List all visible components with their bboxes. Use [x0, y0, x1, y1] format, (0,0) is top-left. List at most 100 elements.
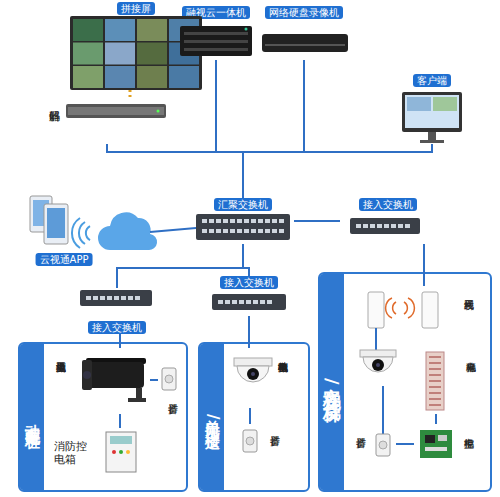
switch-port — [391, 224, 396, 228]
access-switch: 接入交换机 — [208, 276, 290, 316]
camera-hood — [86, 358, 146, 364]
device-label: 汇聚交换机 — [214, 198, 272, 211]
curtain-stripes — [429, 356, 441, 406]
screen-tile — [73, 19, 103, 41]
switch-port — [230, 229, 235, 233]
network-link — [119, 414, 121, 428]
box-indicator — [119, 450, 123, 454]
switch-port — [377, 224, 382, 228]
switch-port — [93, 296, 98, 300]
speaker — [243, 430, 257, 452]
access-switch — [350, 218, 420, 234]
device-label: 拼接屏 — [117, 2, 155, 15]
network-link — [396, 443, 414, 445]
lens-glass — [251, 372, 255, 376]
core-switch — [196, 214, 290, 240]
curtain-stripe — [429, 404, 441, 406]
wireless-bridge — [422, 292, 438, 328]
dome-base — [360, 350, 396, 357]
client: 客户端 — [396, 74, 468, 144]
camera-wire — [382, 386, 384, 434]
switch-port — [272, 229, 277, 233]
box-indicator — [126, 450, 130, 454]
camera-lens — [372, 359, 384, 371]
network-link — [129, 90, 132, 100]
wifi-arc — [79, 222, 85, 244]
switch-port — [244, 229, 249, 233]
server-bay — [184, 32, 248, 35]
device-label: 网络硬盘录像机 — [265, 6, 343, 19]
server: 融视云一体机 — [176, 6, 256, 60]
wifi-arc — [408, 298, 414, 318]
switch-port — [363, 224, 368, 228]
decoder: 解码器 — [46, 100, 168, 144]
device-label: 解码器 — [48, 102, 61, 142]
network-link — [243, 60, 304, 198]
switch-port — [356, 224, 361, 228]
switch-port — [86, 296, 91, 300]
lens-glass — [376, 363, 380, 367]
box-indicator — [112, 450, 116, 454]
network-link — [107, 144, 243, 198]
switch-port — [202, 219, 207, 223]
switch-port — [216, 229, 221, 233]
speaker: 扩音器 — [158, 360, 186, 452]
bullet-camera — [88, 362, 144, 388]
device-label: 接入交换机 — [88, 321, 146, 334]
switch-port — [100, 296, 105, 300]
screen-tiles — [73, 19, 199, 88]
device-label: 接入交换机 — [359, 198, 417, 211]
curtain-stripe — [429, 362, 441, 364]
speaker-cone — [379, 441, 387, 449]
switch-port — [260, 300, 265, 304]
network-link — [216, 60, 243, 198]
device-label: 无线网桥 — [462, 292, 474, 342]
camera-lens — [83, 371, 91, 379]
switch-port — [258, 229, 263, 233]
fire-control-box: 消防控电箱 — [50, 428, 152, 486]
curtain-stripe — [429, 386, 441, 388]
screen-tile — [73, 66, 103, 88]
switch-port — [279, 229, 284, 233]
fire-control-box — [106, 432, 136, 472]
group-title: 动车充电桩 — [23, 412, 42, 422]
switch-port — [209, 219, 214, 223]
speaker-cone — [246, 437, 254, 445]
board-chip — [425, 435, 435, 443]
network-link — [119, 334, 121, 348]
screen-tile — [105, 66, 135, 88]
phone-screen — [47, 208, 65, 238]
board-connector — [425, 447, 447, 451]
core-switch: 汇聚交换机 — [192, 198, 294, 244]
network-link — [243, 244, 249, 276]
light-curtain: 电梯光幕 — [418, 348, 486, 414]
device-label: 云视通APP — [36, 253, 93, 266]
wifi-arc — [393, 302, 396, 314]
device-label: 电梯主控 — [462, 430, 474, 480]
status-led — [245, 28, 248, 31]
switch-port — [370, 224, 375, 228]
group-band: 动车充电桩 — [20, 344, 44, 490]
device-label: 扩音器 — [166, 396, 178, 436]
switch-port — [216, 219, 221, 223]
switch-port — [398, 224, 403, 228]
wifi-arc — [386, 298, 392, 318]
nvr: 网络硬盘录像机 — [258, 6, 350, 60]
switch-port — [202, 229, 207, 233]
switch-port — [223, 229, 228, 233]
screen-tile — [105, 43, 135, 65]
server-device — [180, 26, 252, 56]
curtain-stripe — [429, 392, 441, 394]
switch-port — [114, 296, 119, 300]
device-label: 融视云一体机 — [182, 6, 250, 19]
curtain-stripe — [429, 368, 441, 370]
access-switch — [212, 294, 286, 310]
network-link — [117, 244, 243, 288]
switch-port — [209, 229, 214, 233]
device-label: 消防控电箱 — [54, 440, 90, 466]
screen-tile — [73, 43, 103, 65]
camera: 工业测温摄像机 — [48, 348, 150, 414]
dome-camera — [237, 366, 269, 382]
screen-tile — [137, 43, 167, 65]
